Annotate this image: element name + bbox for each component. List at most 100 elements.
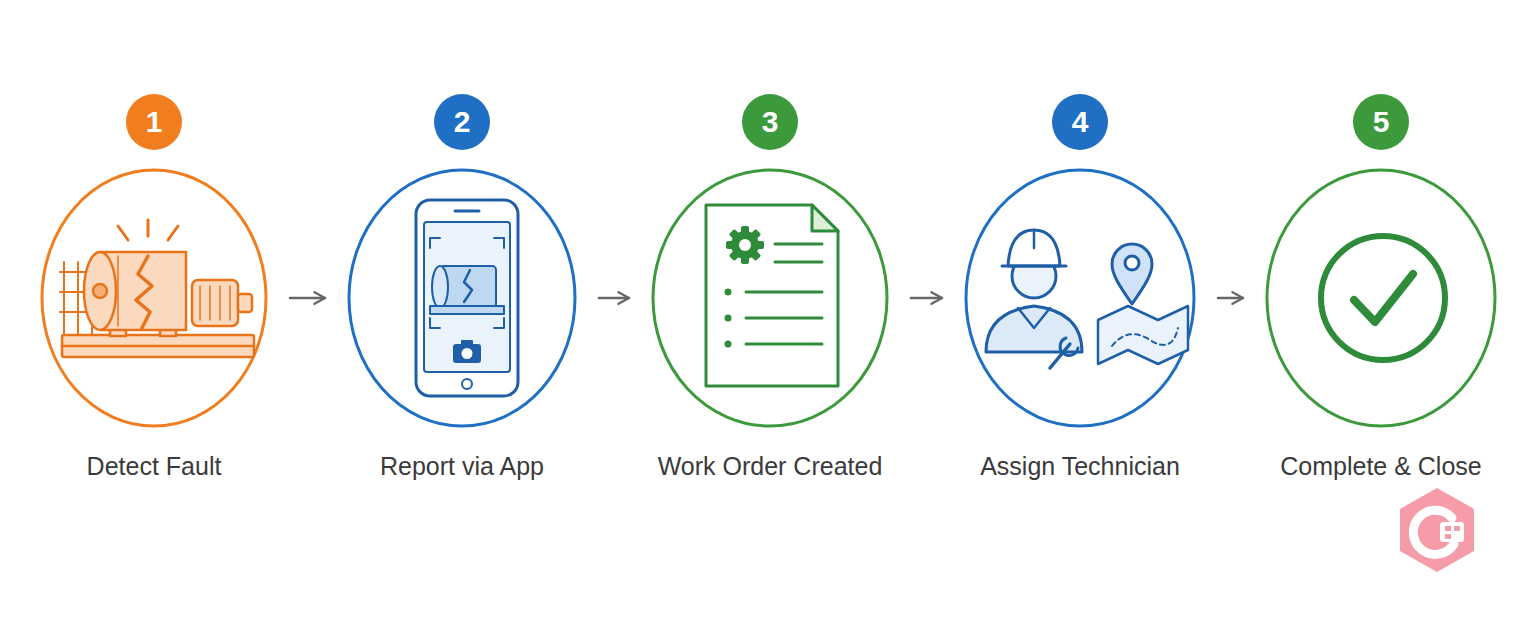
spark-lines: [168, 226, 178, 240]
list-bullets: [725, 341, 732, 348]
document-page: [706, 205, 838, 386]
step-ellipse: [653, 170, 887, 426]
fence: [60, 291, 96, 293]
step-ellipse: [966, 170, 1194, 426]
step-circle: 4Assign Technician: [964, 168, 1196, 428]
machine-icon: [117, 256, 119, 326]
page-fold: [812, 205, 838, 231]
list-bullets: [725, 315, 732, 322]
phone-icon: [464, 270, 472, 302]
machine-icon: [209, 286, 211, 320]
list-lines: [746, 343, 822, 346]
step-label: Assign Technician: [914, 452, 1246, 481]
machine-icon: [110, 322, 126, 336]
step-outline: [651, 168, 889, 428]
viewfinder: [430, 238, 440, 248]
wrench: [1050, 338, 1078, 368]
spark-lines: [118, 220, 178, 240]
step-label: Complete & Close: [1215, 452, 1536, 481]
location-pin: [1112, 244, 1152, 304]
camera-symbol: [462, 348, 473, 359]
gear-symbol: [741, 226, 749, 264]
step-circle: 3Work Order Created: [651, 168, 889, 428]
step-number: 2: [434, 94, 490, 150]
drum-end: [84, 252, 116, 330]
viewfinder: [494, 318, 504, 328]
machine-icon: [219, 286, 221, 320]
camera-symbol: [461, 340, 473, 346]
fence: [63, 262, 65, 335]
phone-icon: [416, 200, 518, 396]
head: [1012, 254, 1056, 298]
list-lines: [746, 291, 822, 294]
machine-icon: [238, 294, 252, 312]
technician-icon: [1033, 232, 1036, 248]
watermark-logo: [1400, 488, 1474, 572]
step-outline: [347, 168, 577, 428]
watermark-logo: [1445, 534, 1451, 539]
step-label: Detect Fault: [0, 452, 318, 481]
phone-icon: [430, 306, 504, 314]
crack: [136, 256, 152, 328]
camera-symbol: [453, 340, 481, 363]
step-circle: 1Detect Fault: [40, 168, 268, 428]
flow-arrow: [911, 297, 942, 300]
route: [1112, 328, 1178, 346]
spark-lines: [147, 220, 150, 236]
machine-icon: [60, 220, 254, 357]
step-ellipse: [42, 170, 266, 426]
fence: [60, 311, 96, 313]
watermark-logo: [1454, 526, 1460, 531]
step-outline: [964, 168, 1196, 428]
list-lines: [775, 261, 822, 264]
fence: [60, 271, 96, 273]
machine-icon: [160, 322, 176, 336]
check-icon: [1321, 236, 1445, 360]
flow-arrow: [1218, 297, 1243, 300]
machine-icon: [93, 284, 107, 298]
step-outline: [40, 168, 268, 428]
technician-icon: [986, 230, 1188, 368]
phone-screen: [424, 222, 510, 372]
machine-base: [62, 335, 254, 357]
machine-icon: [229, 286, 231, 320]
flow-arrow: [290, 297, 325, 300]
machine-icon: [199, 286, 201, 320]
step-number: 5: [1353, 94, 1409, 150]
machine-icon: [62, 345, 254, 348]
watermark-logo: [1400, 488, 1474, 572]
gear-symbol: [729, 229, 762, 262]
spark-lines: [118, 226, 128, 240]
viewfinder: [494, 238, 504, 248]
step-circle: 5Complete & Close: [1265, 168, 1497, 428]
step-number: 4: [1052, 94, 1108, 150]
gear-symbol: [726, 241, 764, 249]
gear-symbol: [739, 239, 751, 251]
list-lines: [775, 243, 822, 246]
gear-symbol: [726, 226, 764, 264]
torso: [986, 306, 1082, 352]
wrench: [1050, 344, 1070, 368]
fence: [60, 262, 96, 335]
hard-hat: [1008, 230, 1060, 266]
phone-icon: [432, 266, 448, 308]
watermark-logo: [1445, 526, 1451, 531]
phone-body: [416, 200, 518, 396]
step-number: 1: [126, 94, 182, 150]
flow-arrow: [599, 297, 629, 300]
drum: [100, 252, 186, 330]
phone-icon: [455, 210, 479, 213]
step-outline: [1265, 168, 1497, 428]
check-icon: [1354, 274, 1413, 322]
phone-icon: [462, 379, 472, 389]
list-bullets: [725, 289, 732, 348]
list-lines: [746, 317, 822, 320]
list-lines: [746, 244, 822, 344]
check-icon: [1321, 236, 1445, 360]
step-label: Work Order Created: [601, 452, 939, 481]
fence: [77, 262, 79, 335]
map: [1098, 306, 1188, 364]
